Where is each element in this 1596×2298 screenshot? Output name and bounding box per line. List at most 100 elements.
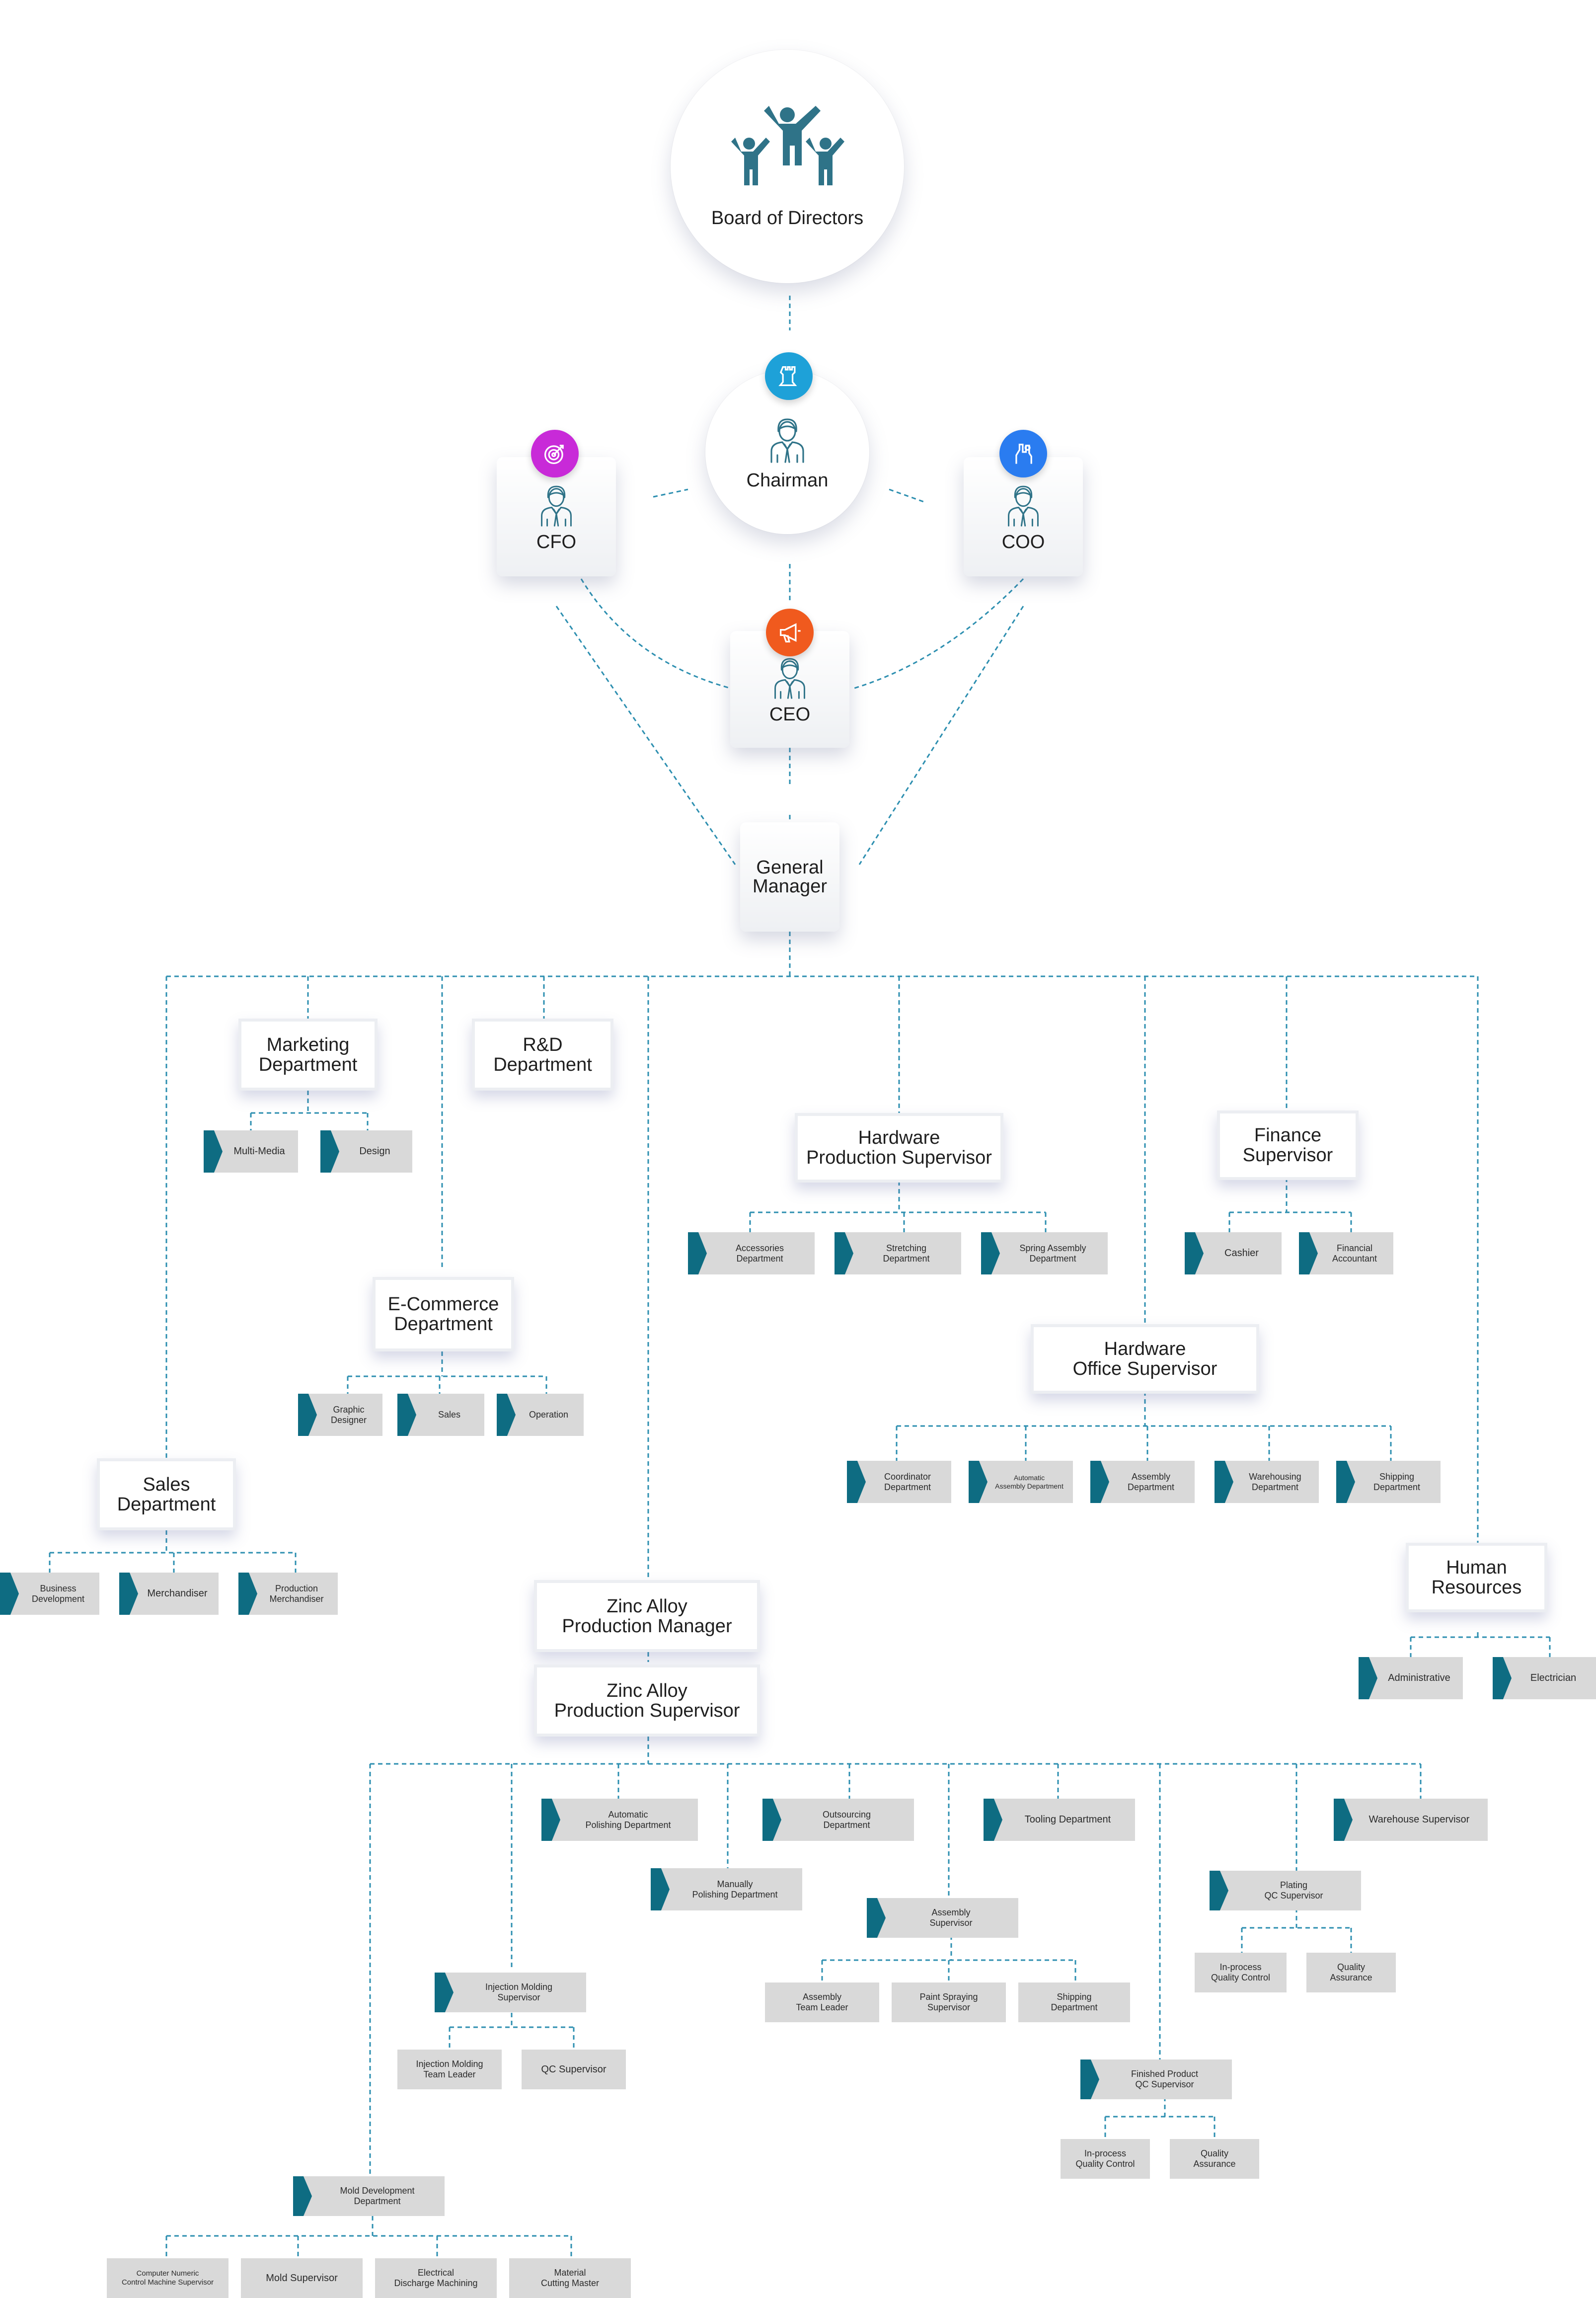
quality-assurance-node[interactable]: Quality Assurance <box>1306 1953 1396 1992</box>
assembly-department-node[interactable]: Assembly Department <box>1090 1461 1195 1503</box>
board-of-directors-node[interactable]: Board of Directors <box>671 50 904 283</box>
design-node[interactable]: Design <box>320 1130 412 1173</box>
flag-marker <box>688 1232 707 1274</box>
connector-line <box>580 578 731 689</box>
cashier-node-label: Cashier <box>1224 1248 1259 1259</box>
automatic-polishing-department-node[interactable]: Automatic Polishing Department <box>541 1799 698 1841</box>
zinc-alloy-production-manager-node[interactable]: Zinc Alloy Production Manager <box>534 1580 760 1652</box>
zinc-alloy-production-manager-node-label: Zinc Alloy Production Manager <box>562 1595 732 1637</box>
electrician-node[interactable]: Electrician <box>1493 1657 1596 1699</box>
electrician-node-label: Electrician <box>1530 1672 1577 1683</box>
mold-development-department-node[interactable]: Mold Development Department <box>293 2176 445 2216</box>
flag-marker <box>1299 1232 1318 1274</box>
edm-node[interactable]: Electrical Discharge Machining <box>375 2258 497 2298</box>
cashier-node[interactable]: Cashier <box>1185 1232 1282 1274</box>
human-resources-node[interactable]: Human Resources <box>1406 1543 1547 1612</box>
quality-assurance-node-label: Quality Assurance <box>1330 1962 1372 1982</box>
ecommerce-sales-node-label: Sales <box>438 1410 461 1420</box>
accessories-department-node[interactable]: Accessories Department <box>688 1232 815 1274</box>
cfo-node-label: CFO <box>536 531 577 553</box>
inprocess-quality-control-2-node[interactable]: In-process Quality Control <box>1061 2139 1150 2179</box>
production-merchandiser-node[interactable]: Production Merchandiser <box>238 1573 338 1615</box>
flag-marker <box>238 1573 257 1615</box>
connector-line <box>653 488 688 498</box>
warehouse-supervisor-node[interactable]: Warehouse Supervisor <box>1334 1799 1488 1841</box>
sales-department-node[interactable]: Sales Department <box>97 1458 236 1530</box>
graphic-designer-node[interactable]: Graphic Designer <box>298 1394 382 1436</box>
flag-marker <box>541 1799 560 1841</box>
flag-marker <box>397 1394 416 1436</box>
person-icon <box>1000 481 1046 527</box>
flag-marker <box>1185 1232 1204 1274</box>
accessories-department-node-label: Accessories Department <box>735 1243 784 1264</box>
flag-marker <box>497 1394 516 1436</box>
shipping-department-2-node[interactable]: Shipping Department <box>1018 1982 1130 2022</box>
mold-supervisor-node[interactable]: Mold Supervisor <box>241 2258 363 2298</box>
finance-supervisor-node[interactable]: Finance Supervisor <box>1217 1110 1359 1180</box>
zinc-alloy-production-supervisor-node[interactable]: Zinc Alloy Production Supervisor <box>534 1664 760 1737</box>
operation-node[interactable]: Operation <box>497 1394 584 1436</box>
general-manager-node[interactable]: General Manager <box>740 822 839 932</box>
outsourcing-department-node[interactable]: Outsourcing Department <box>762 1799 914 1841</box>
assembly-supervisor-node[interactable]: Assembly Supervisor <box>867 1898 1018 1938</box>
coordinator-department-node[interactable]: Coordinator Department <box>847 1461 951 1503</box>
connector-line <box>858 606 1024 865</box>
financial-accountant-node-label: Financial Accountant <box>1332 1243 1377 1264</box>
quality-assurance-2-node[interactable]: Quality Assurance <box>1170 2139 1259 2179</box>
administrative-node[interactable]: Administrative <box>1359 1657 1463 1699</box>
inprocess-quality-control-2-node-label: In-process Quality Control <box>1075 2148 1135 2169</box>
injection-molding-team-leader-node[interactable]: Injection Molding Team Leader <box>397 2050 502 2089</box>
warehousing-department-node[interactable]: Warehousing Department <box>1215 1461 1319 1503</box>
hardware-production-supervisor-node[interactable]: Hardware Production Supervisor <box>795 1113 1003 1183</box>
flag-marker <box>867 1898 886 1938</box>
automatic-assembly-department-node[interactable]: Automatic Assembly Department <box>969 1461 1073 1503</box>
manually-polishing-department-node-label: Manually Polishing Department <box>692 1879 778 1900</box>
material-cutting-master-node[interactable]: Material Cutting Master <box>509 2258 631 2298</box>
financial-accountant-node[interactable]: Financial Accountant <box>1299 1232 1393 1274</box>
hardware-office-supervisor-node-label: Hardware Office Supervisor <box>1072 1339 1217 1379</box>
board-of-directors-node-label: Board of Directors <box>711 208 864 229</box>
flag-marker <box>1493 1657 1512 1699</box>
marketing-department-node[interactable]: Marketing Department <box>238 1019 378 1091</box>
business-development-node-label: Business Development <box>31 1583 85 1604</box>
business-development-node[interactable]: Business Development <box>0 1573 99 1615</box>
graphic-designer-node-label: Graphic Designer <box>330 1404 367 1425</box>
assembly-team-leader-node[interactable]: Assembly Team Leader <box>765 1982 879 2022</box>
stretching-department-node[interactable]: Stretching Department <box>835 1232 961 1274</box>
hardware-production-supervisor-node-label: Hardware Production Supervisor <box>806 1127 992 1168</box>
spring-assembly-department-node[interactable]: Spring Assembly Department <box>981 1232 1108 1274</box>
ecommerce-sales-node[interactable]: Sales <box>397 1394 484 1436</box>
paint-spraying-supervisor-node[interactable]: Paint Spraying Supervisor <box>892 1982 1006 2022</box>
qc-supervisor-node[interactable]: QC Supervisor <box>522 2050 626 2089</box>
connector-line <box>889 488 924 503</box>
hardware-office-supervisor-node[interactable]: Hardware Office Supervisor <box>1031 1324 1259 1394</box>
manually-polishing-department-node[interactable]: Manually Polishing Department <box>651 1868 802 1910</box>
flag-marker <box>1210 1871 1228 1910</box>
finished-product-qc-supervisor-node[interactable]: Finished Product QC Supervisor <box>1080 2060 1232 2099</box>
merchandiser-node[interactable]: Merchandiser <box>119 1573 219 1615</box>
ceo-node-label: CEO <box>769 704 811 725</box>
rnd-department-node[interactable]: R&D Department <box>472 1019 613 1091</box>
flag-marker <box>981 1232 1000 1274</box>
injection-molding-supervisor-node-label: Injection Molding Supervisor <box>485 1982 553 2002</box>
assembly-team-leader-node-label: Assembly Team Leader <box>796 1992 848 2012</box>
person-icon <box>533 481 579 527</box>
cnc-supervisor-node[interactable]: Computer Numeric Control Machine Supervi… <box>107 2258 228 2298</box>
multimedia-node-label: Multi-Media <box>233 1146 285 1157</box>
coo-node-label: COO <box>1001 531 1045 553</box>
finished-product-qc-supervisor-node-label: Finished Product QC Supervisor <box>1131 2069 1199 2089</box>
tooling-department-node[interactable]: Tooling Department <box>984 1799 1135 1841</box>
person-icon <box>762 413 812 463</box>
target-icon <box>531 430 579 477</box>
flag-marker <box>293 2176 312 2216</box>
shipping-department-node[interactable]: Shipping Department <box>1336 1461 1441 1503</box>
inprocess-quality-control-node[interactable]: In-process Quality Control <box>1195 1953 1287 1992</box>
plating-qc-supervisor-node[interactable]: Plating QC Supervisor <box>1210 1871 1361 1910</box>
injection-molding-supervisor-node[interactable]: Injection Molding Supervisor <box>435 1973 586 2012</box>
flag-marker <box>762 1799 781 1841</box>
flag-marker <box>1359 1657 1377 1699</box>
ecommerce-department-node[interactable]: E-Commerce Department <box>373 1277 514 1351</box>
multimedia-node[interactable]: Multi-Media <box>204 1130 298 1173</box>
flag-marker <box>969 1461 988 1503</box>
